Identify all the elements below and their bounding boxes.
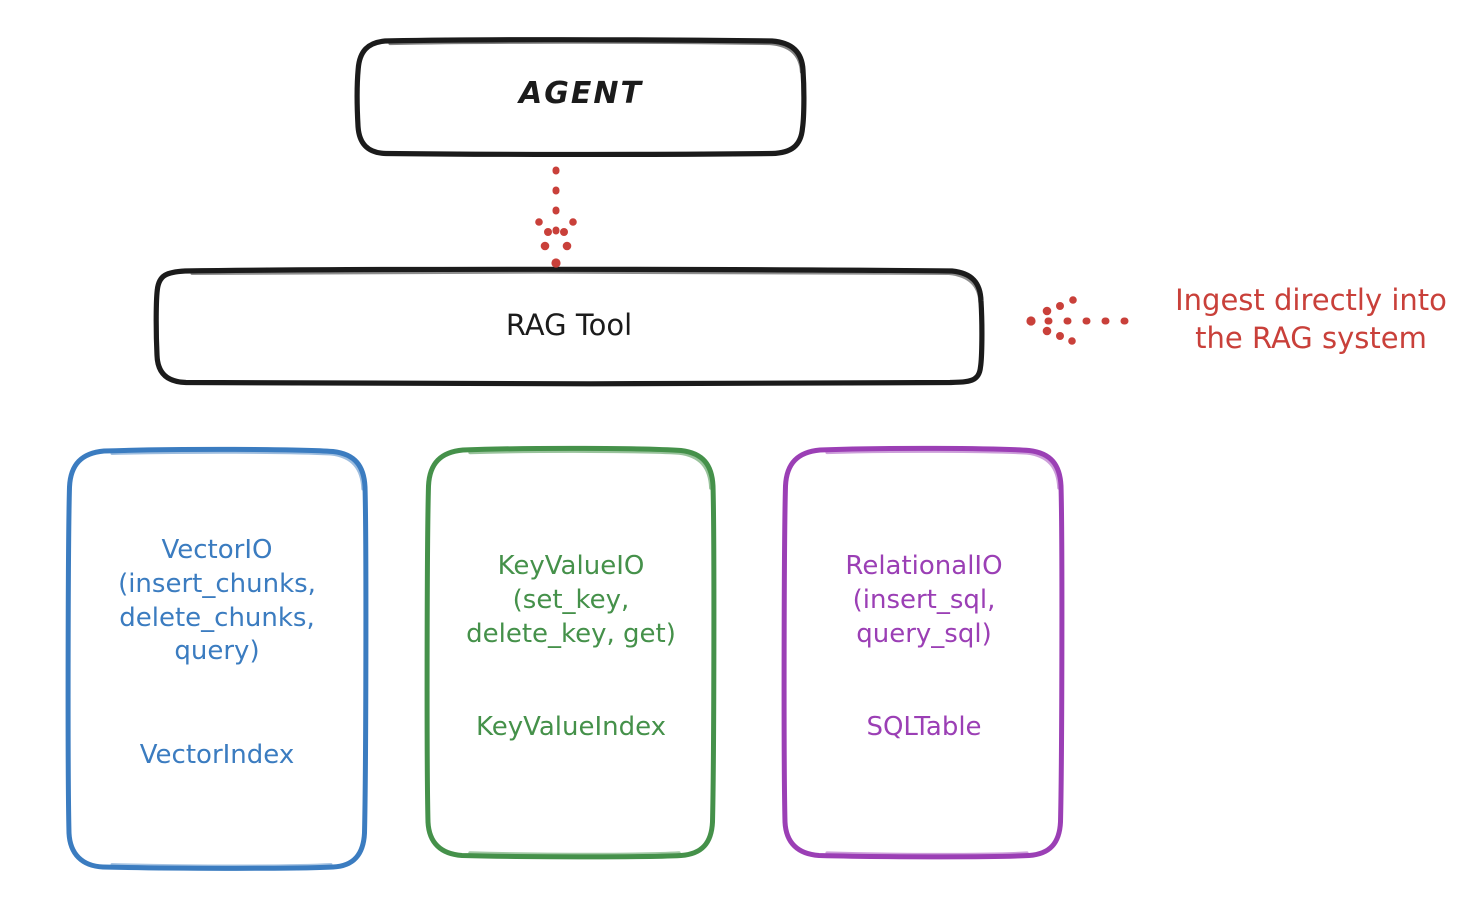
edge-agent-to-rag-tool <box>535 166 577 268</box>
agent-box-outline-overdraw <box>388 40 804 74</box>
agent-node[interactable] <box>354 37 807 158</box>
rag-tool-box-outline-overdraw <box>190 270 982 304</box>
relational-store-api-label: RelationalIO (insert_sql, query_sql) <box>845 551 1003 649</box>
vector-store-api-label: VectorIO (insert_chunks, delete_chunks, … <box>118 535 316 667</box>
vector-store-node[interactable] <box>65 446 369 871</box>
vector-store-index-label: VectorIndex <box>139 740 295 770</box>
edge-agent-to-rag-tool-arrowhead <box>535 218 577 268</box>
keyvalue-store-node[interactable] <box>424 445 717 860</box>
keyvalue-store-api-label: KeyValueIO (set_key, delete_key, get) <box>466 551 676 649</box>
relational-store-node[interactable] <box>781 445 1065 860</box>
vector-store-box-outline-overdraw <box>110 450 365 491</box>
keyvalue-store-box-outline-overdraw-bottom <box>468 851 681 857</box>
relational-store-box-outline-overdraw-bottom <box>825 851 1029 857</box>
ingest-annotation-label: Ingest directly into the RAG system <box>1175 283 1447 355</box>
edge-note-to-rag-tool <box>1026 296 1132 345</box>
relational-store-box-outline <box>781 445 1065 860</box>
rag-tool-label: RAG Tool <box>505 308 633 342</box>
rag-tool-box-outline <box>153 266 985 387</box>
agent-box-outline <box>354 37 807 158</box>
keyvalue-store-index-label: KeyValueIndex <box>475 712 667 742</box>
relational-store-box-outline-overdraw <box>825 449 1061 490</box>
keyvalue-store-box-outline <box>424 445 717 860</box>
vector-store-box-outline-overdraw-bottom <box>110 863 333 868</box>
agent-label: AGENT <box>519 76 643 111</box>
keyvalue-store-box-outline-overdraw <box>468 449 713 490</box>
rag-tool-node[interactable] <box>153 266 985 387</box>
edge-note-to-rag-tool-arrowhead <box>1026 296 1077 345</box>
vector-store-box-outline <box>65 446 369 871</box>
relational-store-index-label: SQLTable <box>866 712 982 742</box>
